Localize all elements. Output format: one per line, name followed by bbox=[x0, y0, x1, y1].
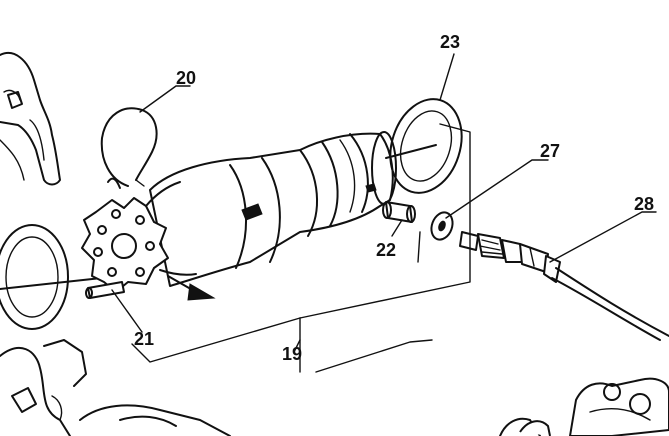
seal-ring-part bbox=[385, 98, 463, 194]
callout-22: 22 bbox=[376, 240, 396, 260]
retaining-clip-part bbox=[100, 107, 158, 189]
leader-20 bbox=[139, 85, 191, 113]
shift-drum-part bbox=[81, 131, 397, 301]
callout-20: 20 bbox=[176, 68, 196, 88]
callout-19: 19 bbox=[282, 344, 302, 364]
pin-part bbox=[85, 281, 125, 299]
bushing-part bbox=[382, 201, 416, 223]
assembly-bracket bbox=[131, 123, 471, 373]
housing-bottom-left-part bbox=[0, 339, 231, 436]
leader-22 bbox=[391, 219, 403, 237]
housing-bottom-right-part bbox=[499, 377, 669, 436]
leader-19 bbox=[293, 339, 301, 353]
callout-28: 28 bbox=[634, 194, 654, 214]
leader-27 bbox=[445, 159, 549, 219]
leader-28 bbox=[549, 211, 657, 263]
callout-23: 23 bbox=[440, 32, 460, 52]
washer-part bbox=[430, 211, 454, 241]
sensor-switch-part bbox=[459, 231, 669, 341]
leader-21 bbox=[111, 289, 143, 333]
callout-21: 21 bbox=[134, 329, 154, 349]
leader-23 bbox=[439, 53, 455, 101]
callout-27: 27 bbox=[540, 141, 560, 161]
leader-lines bbox=[111, 53, 657, 353]
shift-fork-part bbox=[0, 52, 61, 186]
